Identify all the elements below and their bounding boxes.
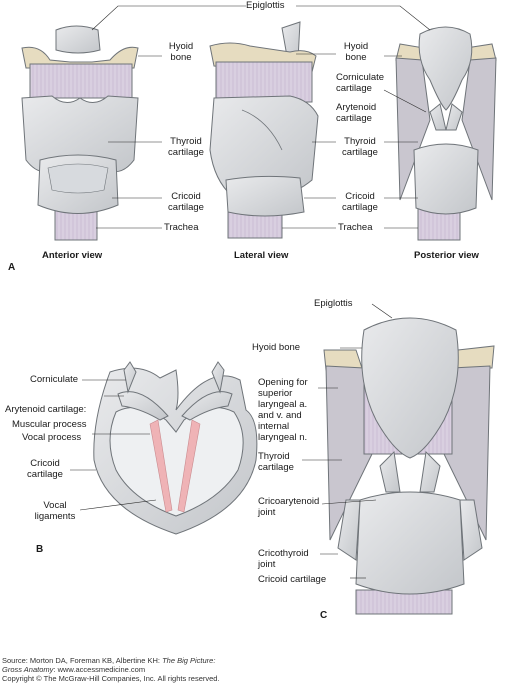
arytenoid-cartilage-label-line1: Arytenoid [336, 102, 377, 113]
lateral-view-figure [209, 21, 319, 239]
cricoid-cartilage-label-right-line2: cartilage [342, 202, 378, 213]
cricothyroid-joint-label-line1: Cricothyroid [258, 548, 309, 559]
corniculate-cartilage-label-line1: Corniculate [336, 72, 385, 83]
cricoid-cartilage-label-left-line2: cartilage [168, 202, 204, 213]
thyroid-cartilage-label-right-line1: Thyroid [344, 136, 376, 147]
opening-label-line2: superior [258, 388, 293, 399]
arytenoid-cartilage-label: Arytenoid cartilage [336, 102, 376, 124]
thyroid-cartilage-label-c-line2: cartilage [258, 462, 294, 473]
epiglottis-label: Epiglottis [246, 0, 285, 11]
source-prefix: Source: Morton DA, Foreman KB, Albertine… [2, 656, 163, 665]
hyoid-bone-label-right: Hyoid bone [336, 41, 376, 63]
hyoid-bone-label-left-line2: bone [170, 52, 192, 63]
cricoid-cartilage-label-b: Cricoid cartilage [20, 458, 70, 480]
panel-a-letter: A [8, 262, 16, 273]
copyright-notice: Copyright © The McGraw-Hill Companies, I… [2, 674, 220, 683]
cricoid-cartilage-label-c: Cricoid cartilage [258, 574, 327, 585]
thyroid-cartilage-label-right-line2: cartilage [342, 147, 378, 158]
cricoid-cartilage-label-b-line1: Cricoid [30, 458, 60, 469]
opening-label-line1: Opening for [258, 377, 308, 388]
source-citation: Source: Morton DA, Foreman KB, Albertine… [2, 656, 215, 665]
opening-label-line6: laryngeal n. [258, 432, 308, 443]
lateral-view-caption: Lateral view [234, 250, 289, 261]
thyroid-cartilage-label-c: Thyroid cartilage [258, 451, 294, 473]
trachea-label-left: Trachea [164, 222, 199, 233]
posterior-view-caption: Posterior view [414, 250, 479, 261]
hyoid-bone-label-right-line1: Hyoid [343, 41, 369, 52]
thyroid-cartilage-label-left: Thyroid cartilage [162, 136, 210, 158]
trachea-label-right: Trachea [338, 222, 373, 233]
epiglottis-label-c: Epiglottis [314, 298, 353, 309]
cricoid-cartilage-label-left: Cricoid cartilage [162, 191, 210, 213]
hyoid-bone-label-c: Hyoid bone [252, 342, 301, 353]
panel-b-leader-lines [70, 379, 157, 511]
thyroid-cartilage-label-c-line1: Thyroid [258, 451, 290, 462]
source-url: : www.accessmedicine.com [53, 665, 146, 674]
panel-c-leader-lines [302, 303, 393, 579]
cricoid-cartilage-label-right-line1: Cricoid [345, 191, 375, 202]
hyoid-bone-label-right-line2: bone [345, 52, 367, 63]
muscular-process-label: Muscular process [12, 419, 87, 430]
anterior-view-figure [21, 25, 139, 241]
opening-label-line4: and v. and [258, 410, 302, 421]
cricothyroid-joint-label-line2: joint [258, 559, 276, 570]
vocal-ligaments-label: Vocal ligaments [30, 500, 80, 522]
thyroid-cartilage-label-right: Thyroid cartilage [336, 136, 384, 158]
source-title-1: The Big Picture: [162, 656, 216, 665]
vocal-process-label: Vocal process [22, 432, 82, 443]
posterior-view-figure [395, 26, 497, 241]
superior-view-figure [93, 361, 258, 535]
hyoid-bone-label-left: Hyoid bone [162, 41, 200, 63]
posterior-detail-figure [323, 317, 495, 615]
thyroid-cartilage-label-left-line2: cartilage [168, 147, 204, 158]
panel-b-letter: B [36, 544, 44, 555]
source-citation-2: Gross Anatomy: www.accessmedicine.com [2, 665, 145, 674]
opening-label-line5: internal [258, 421, 290, 432]
corniculate-cartilage-label-line2: cartilage [336, 83, 372, 94]
corniculate-label-b: Corniculate [30, 374, 79, 385]
cricoarytenoid-joint-label: Cricoarytenoid joint [258, 496, 319, 518]
opening-label-line3: laryngeal a. [258, 399, 308, 410]
cricoid-cartilage-label-b-line2: cartilage [27, 469, 63, 480]
thyroid-cartilage-label-left-line1: Thyroid [170, 136, 202, 147]
vocal-ligaments-label-line2: ligaments [34, 511, 76, 522]
anterior-view-caption: Anterior view [42, 250, 103, 261]
source-title-2: Gross Anatomy [2, 665, 54, 674]
cricothyroid-joint-label: Cricothyroid joint [258, 548, 309, 570]
cricoid-cartilage-label-left-line1: Cricoid [171, 191, 201, 202]
arytenoid-cartilage-label-line2: cartilage [336, 113, 372, 124]
cricoarytenoid-joint-label-line1: Cricoarytenoid [258, 496, 320, 507]
opening-label: Opening for superior laryngeal a. and v.… [258, 377, 308, 443]
cricoid-cartilage-label-right: Cricoid cartilage [336, 191, 384, 213]
panel-c-letter: C [320, 610, 328, 621]
hyoid-bone-label-left-line1: Hyoid [168, 41, 194, 52]
cricoarytenoid-joint-label-line2: joint [258, 507, 276, 518]
panel-a-leader-lines [91, 5, 431, 229]
arytenoid-cartilage-heading: Arytenoid cartilage: [5, 404, 87, 415]
vocal-ligaments-label-line1: Vocal [43, 500, 67, 511]
corniculate-cartilage-label: Corniculate cartilage [336, 72, 384, 94]
